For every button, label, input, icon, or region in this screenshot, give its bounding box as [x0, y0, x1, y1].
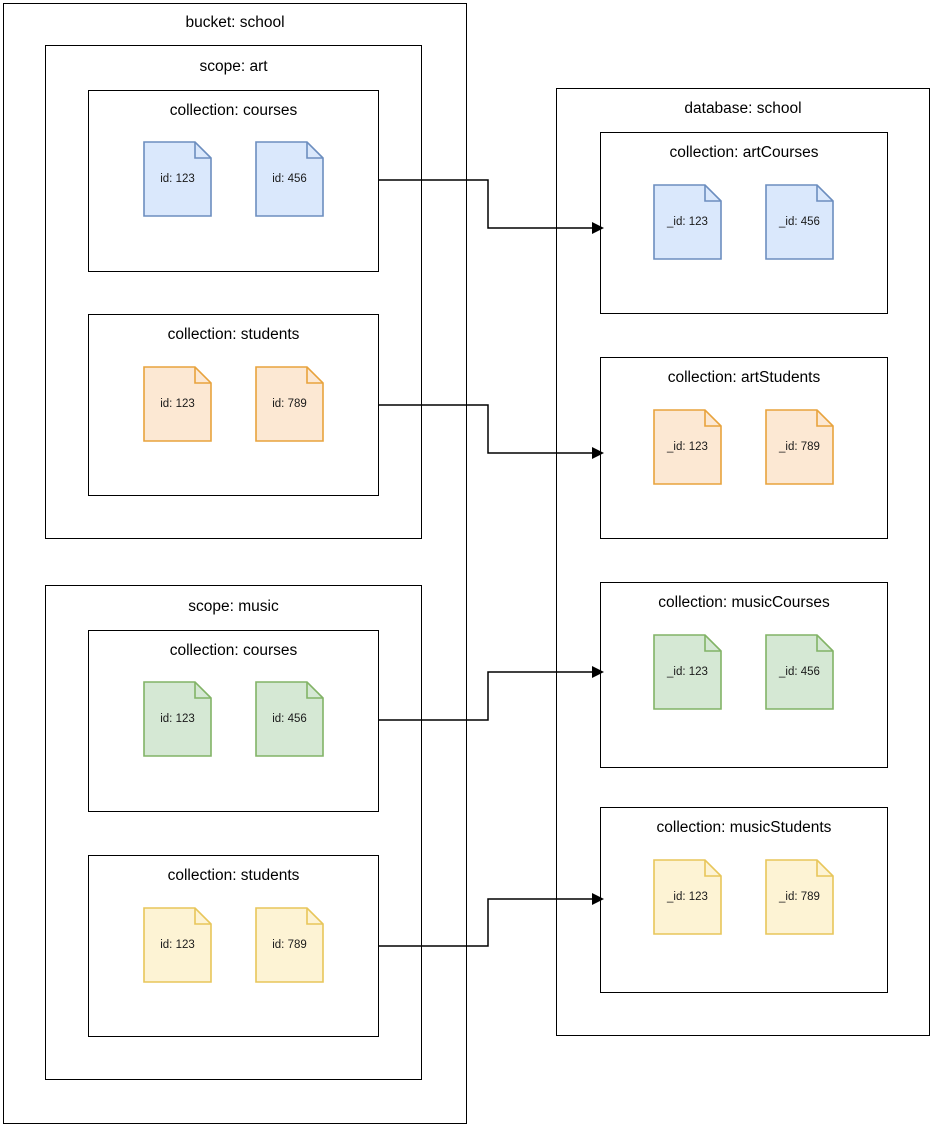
- document-label: id: 789: [272, 398, 307, 410]
- document-card[interactable]: _id: 123: [653, 184, 722, 260]
- scope-music-container[interactable]: scope: music: [45, 585, 422, 1080]
- document-card[interactable]: id: 456: [255, 141, 324, 217]
- bucket-title: bucket: school: [185, 14, 285, 31]
- document-card[interactable]: id: 123: [143, 681, 212, 757]
- document-label: _id: 789: [779, 891, 820, 903]
- document-icon: [653, 634, 722, 710]
- collection-art-courses-container[interactable]: collection: courses: [88, 90, 379, 272]
- document-label: _id: 123: [667, 441, 708, 453]
- document-icon: [653, 409, 722, 485]
- document-card[interactable]: _id: 789: [765, 409, 834, 485]
- document-label: _id: 456: [779, 666, 820, 678]
- document-icon: [765, 409, 834, 485]
- collection-musicstudents-container[interactable]: collection: musicStudents: [600, 807, 888, 993]
- document-label: id: 123: [160, 398, 195, 410]
- collection-art-students-container[interactable]: collection: students: [88, 314, 379, 496]
- document-card[interactable]: _id: 123: [653, 859, 722, 935]
- collection-art-students-title: collection: students: [167, 326, 300, 343]
- scope-art-title: scope: art: [199, 58, 268, 75]
- scope-art-container[interactable]: scope: art: [45, 45, 422, 539]
- document-icon: [255, 141, 324, 217]
- document-icon: [143, 366, 212, 442]
- document-label: id: 789: [272, 939, 307, 951]
- document-icon: [765, 184, 834, 260]
- document-card[interactable]: id: 789: [255, 907, 324, 983]
- collection-music-courses-title: collection: courses: [169, 642, 298, 659]
- collection-artcourses-title: collection: artCourses: [669, 144, 819, 161]
- collection-musiccourses-container[interactable]: collection: musicCourses: [600, 582, 888, 768]
- document-label: id: 123: [160, 173, 195, 185]
- document-card[interactable]: id: 123: [143, 907, 212, 983]
- document-card[interactable]: id: 123: [143, 141, 212, 217]
- database-container[interactable]: database: school: [556, 88, 930, 1036]
- document-icon: [765, 634, 834, 710]
- document-label: id: 123: [160, 939, 195, 951]
- scope-music-title: scope: music: [188, 598, 279, 615]
- document-label: _id: 123: [667, 666, 708, 678]
- document-icon: [255, 366, 324, 442]
- document-label: id: 456: [272, 173, 307, 185]
- document-card[interactable]: id: 123: [143, 366, 212, 442]
- collection-music-students-container[interactable]: collection: students: [88, 855, 379, 1037]
- document-card[interactable]: _id: 789: [765, 859, 834, 935]
- document-icon: [255, 681, 324, 757]
- document-label: id: 456: [272, 713, 307, 725]
- document-card[interactable]: id: 456: [255, 681, 324, 757]
- document-label: _id: 456: [779, 216, 820, 228]
- document-icon: [653, 184, 722, 260]
- collection-music-students-title: collection: students: [167, 867, 300, 884]
- document-label: _id: 789: [779, 441, 820, 453]
- document-icon: [143, 907, 212, 983]
- bucket-container[interactable]: bucket: school: [3, 3, 467, 1124]
- database-title: database: school: [684, 100, 802, 117]
- document-icon: [653, 859, 722, 935]
- document-icon: [765, 859, 834, 935]
- document-card[interactable]: id: 789: [255, 366, 324, 442]
- document-card[interactable]: _id: 456: [765, 184, 834, 260]
- document-card[interactable]: _id: 123: [653, 409, 722, 485]
- document-icon: [143, 681, 212, 757]
- document-label: id: 123: [160, 713, 195, 725]
- document-card[interactable]: _id: 456: [765, 634, 834, 710]
- collection-musiccourses-title: collection: musicCourses: [658, 594, 830, 611]
- collection-music-courses-container[interactable]: collection: courses: [88, 630, 379, 812]
- document-label: _id: 123: [667, 891, 708, 903]
- collection-artcourses-container[interactable]: collection: artCourses: [600, 132, 888, 314]
- document-icon: [255, 907, 324, 983]
- document-label: _id: 123: [667, 216, 708, 228]
- document-icon: [143, 141, 212, 217]
- collection-artstudents-title: collection: artStudents: [667, 369, 821, 386]
- collection-musicstudents-title: collection: musicStudents: [656, 819, 832, 836]
- document-card[interactable]: _id: 123: [653, 634, 722, 710]
- collection-art-courses-title: collection: courses: [169, 102, 298, 119]
- collection-artstudents-container[interactable]: collection: artStudents: [600, 357, 888, 539]
